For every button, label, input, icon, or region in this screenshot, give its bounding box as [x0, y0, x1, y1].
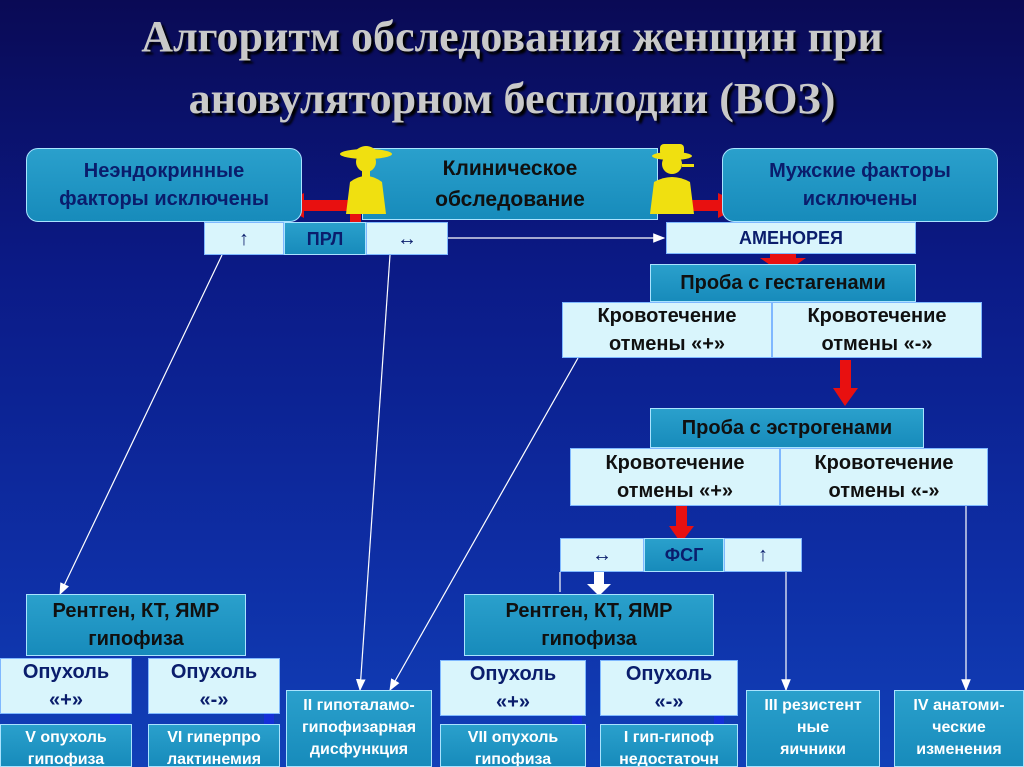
tumor-left-positive-box: Опухоль «+»	[0, 658, 132, 714]
xray-right-line1: Рентген, КТ, ЯМР	[505, 600, 673, 622]
amenorrhea-box: АМЕНОРЕЯ	[666, 222, 916, 254]
tumor-right-negative-line2: «-»	[654, 691, 684, 713]
tumor-left-negative-line1: Опухоль	[170, 661, 258, 683]
group-vii-line1: VII опухоль	[467, 729, 559, 746]
slide-title-line1: Алгоритм обследования женщин при	[141, 12, 883, 61]
tumor-left-positive-line2: «+»	[49, 689, 83, 711]
prl-up-arrow: ↑	[239, 227, 249, 250]
man-figure-icon	[650, 144, 694, 214]
group-iii-line3: яичники	[780, 741, 846, 758]
group-iii-line2: ные	[796, 719, 830, 736]
xray-left-box: Рентген, КТ, ЯМР гипофиза	[26, 594, 246, 656]
nonendocrine-line1: Неэндокринные	[83, 160, 245, 182]
group-vii-line2: гипофиза	[474, 751, 552, 767]
group-ii-line3: дисфункция	[309, 741, 409, 758]
group-ii-box: II гипоталамо- гипофизарная дисфункция	[286, 690, 432, 767]
group-vi-line1: VI гиперпро	[167, 729, 261, 746]
xray-right-line2: гипофиза	[541, 628, 637, 650]
gestagen-negative-line1: Кровотечение	[807, 305, 947, 327]
group-iv-line2: ческие	[932, 719, 986, 736]
gestagen-test-box: Проба с гестагенами	[650, 264, 916, 302]
estrogen-test-label: Проба с эстрогенами	[681, 417, 893, 439]
red-arrow-estrogen-pos-to-fsh	[669, 500, 694, 543]
group-v-line2: гипофиза	[27, 751, 105, 767]
group-iii-box: III резистент ные яичники	[746, 690, 880, 767]
group-v-line1: V опухоль	[25, 729, 107, 746]
estrogen-negative-line2: отмены «-»	[828, 480, 940, 502]
clinical-exam-box: Клиническое обследование	[362, 148, 658, 220]
fsh-up-cell: ↑	[724, 538, 802, 572]
group-i-line2: недостаточн	[619, 751, 719, 767]
male-factors-line2: исключены	[802, 188, 918, 210]
connector-gestagen-pos-to-group-ii	[389, 357, 579, 692]
tumor-right-negative-box: Опухоль «-»	[600, 660, 738, 716]
group-iv-box: IV анатоми- ческие изменения	[894, 690, 1024, 767]
gestagen-positive-line2: отмены «+»	[608, 333, 726, 355]
group-vi-line2: лактинемия	[166, 751, 262, 767]
estrogen-negative-box: Кровотечение отмены «-»	[780, 448, 988, 506]
male-factors-box: Мужские факторы исключены	[722, 148, 998, 222]
clinical-exam-line2: обследование	[435, 188, 585, 211]
gestagen-test-label: Проба с гестагенами	[680, 272, 886, 294]
fsh-label-cell: ФСГ	[644, 538, 724, 572]
tumor-right-positive-box: Опухоль «+»	[440, 660, 586, 716]
tumor-left-negative-box: Опухоль «-»	[148, 658, 280, 714]
group-iv-line1: IV анатоми-	[913, 697, 1005, 714]
fsh-up-arrow: ↑	[758, 544, 768, 566]
clinical-exam-line1: Клиническое	[442, 157, 578, 180]
nonendocrine-factors-box: Неэндокринные факторы исключены	[26, 148, 302, 222]
gestagen-positive-box: Кровотечение отмены «+»	[562, 302, 772, 358]
prl-up-cell: ↑	[204, 222, 284, 255]
tumor-left-positive-line1: Опухоль	[22, 661, 110, 683]
white-arrow-fsh-to-xray	[587, 570, 611, 596]
estrogen-negative-line1: Кровотечение	[814, 452, 954, 474]
tumor-right-negative-line1: Опухоль	[625, 663, 713, 685]
group-ii-line1: II гипоталамо-	[303, 697, 415, 714]
male-factors-line1: Мужские факторы	[769, 160, 951, 182]
group-i-box: I гип-гипоф недостаточн	[600, 724, 738, 767]
amenorrhea-label: АМЕНОРЕЯ	[739, 228, 843, 248]
xray-left-line2: гипофиза	[88, 628, 184, 650]
prl-label-cell: ПРЛ	[284, 222, 366, 255]
group-v-box: V опухоль гипофиза	[0, 724, 132, 767]
estrogen-positive-line2: отмены «+»	[616, 480, 734, 502]
prl-normal-cell: ↔	[366, 222, 448, 255]
tumor-right-positive-line1: Опухоль	[469, 663, 557, 685]
xray-left-line1: Рентген, КТ, ЯМР	[52, 600, 220, 622]
prl-normal-arrow: ↔	[397, 227, 417, 250]
slide-title: Алгоритм обследования женщин при ановуля…	[0, 6, 1024, 130]
tumor-left-negative-line2: «-»	[199, 689, 229, 711]
group-iii-line1: III резистент	[764, 697, 862, 714]
prl-label: ПРЛ	[306, 228, 344, 249]
group-vii-box: VII опухоль гипофиза	[440, 724, 586, 767]
group-ii-line2: гипофизарная	[301, 719, 417, 736]
tumor-right-positive-line2: «+»	[496, 691, 530, 713]
slide-title-line2: ановуляторном бесплодии (ВОЗ)	[188, 74, 836, 123]
woman-figure-icon	[340, 146, 392, 214]
estrogen-positive-box: Кровотечение отмены «+»	[570, 448, 780, 506]
estrogen-positive-line1: Кровотечение	[605, 452, 745, 474]
gestagen-positive-line1: Кровотечение	[597, 305, 737, 327]
group-i-line1: I гип-гипоф	[623, 729, 715, 746]
gestagen-negative-box: Кровотечение отмены «-»	[772, 302, 982, 358]
gestagen-negative-line2: отмены «-»	[821, 333, 933, 355]
connector-prl-up-to-xray	[59, 254, 223, 596]
red-arrow-gestagen-neg-to-estrogen	[833, 360, 858, 406]
fsh-normal-arrow: ↔	[592, 544, 612, 566]
xray-right-box: Рентген, КТ, ЯМР гипофиза	[464, 594, 714, 656]
group-iv-line3: изменения	[916, 741, 1002, 758]
nonendocrine-line2: факторы исключены	[59, 188, 269, 210]
fsh-label: ФСГ	[664, 545, 704, 565]
connector-prl-normal-to-group-ii	[355, 254, 391, 692]
fsh-normal-cell: ↔	[560, 538, 644, 572]
estrogen-test-box: Проба с эстрогенами	[650, 408, 924, 448]
group-vi-box: VI гиперпро лактинемия	[148, 724, 280, 767]
